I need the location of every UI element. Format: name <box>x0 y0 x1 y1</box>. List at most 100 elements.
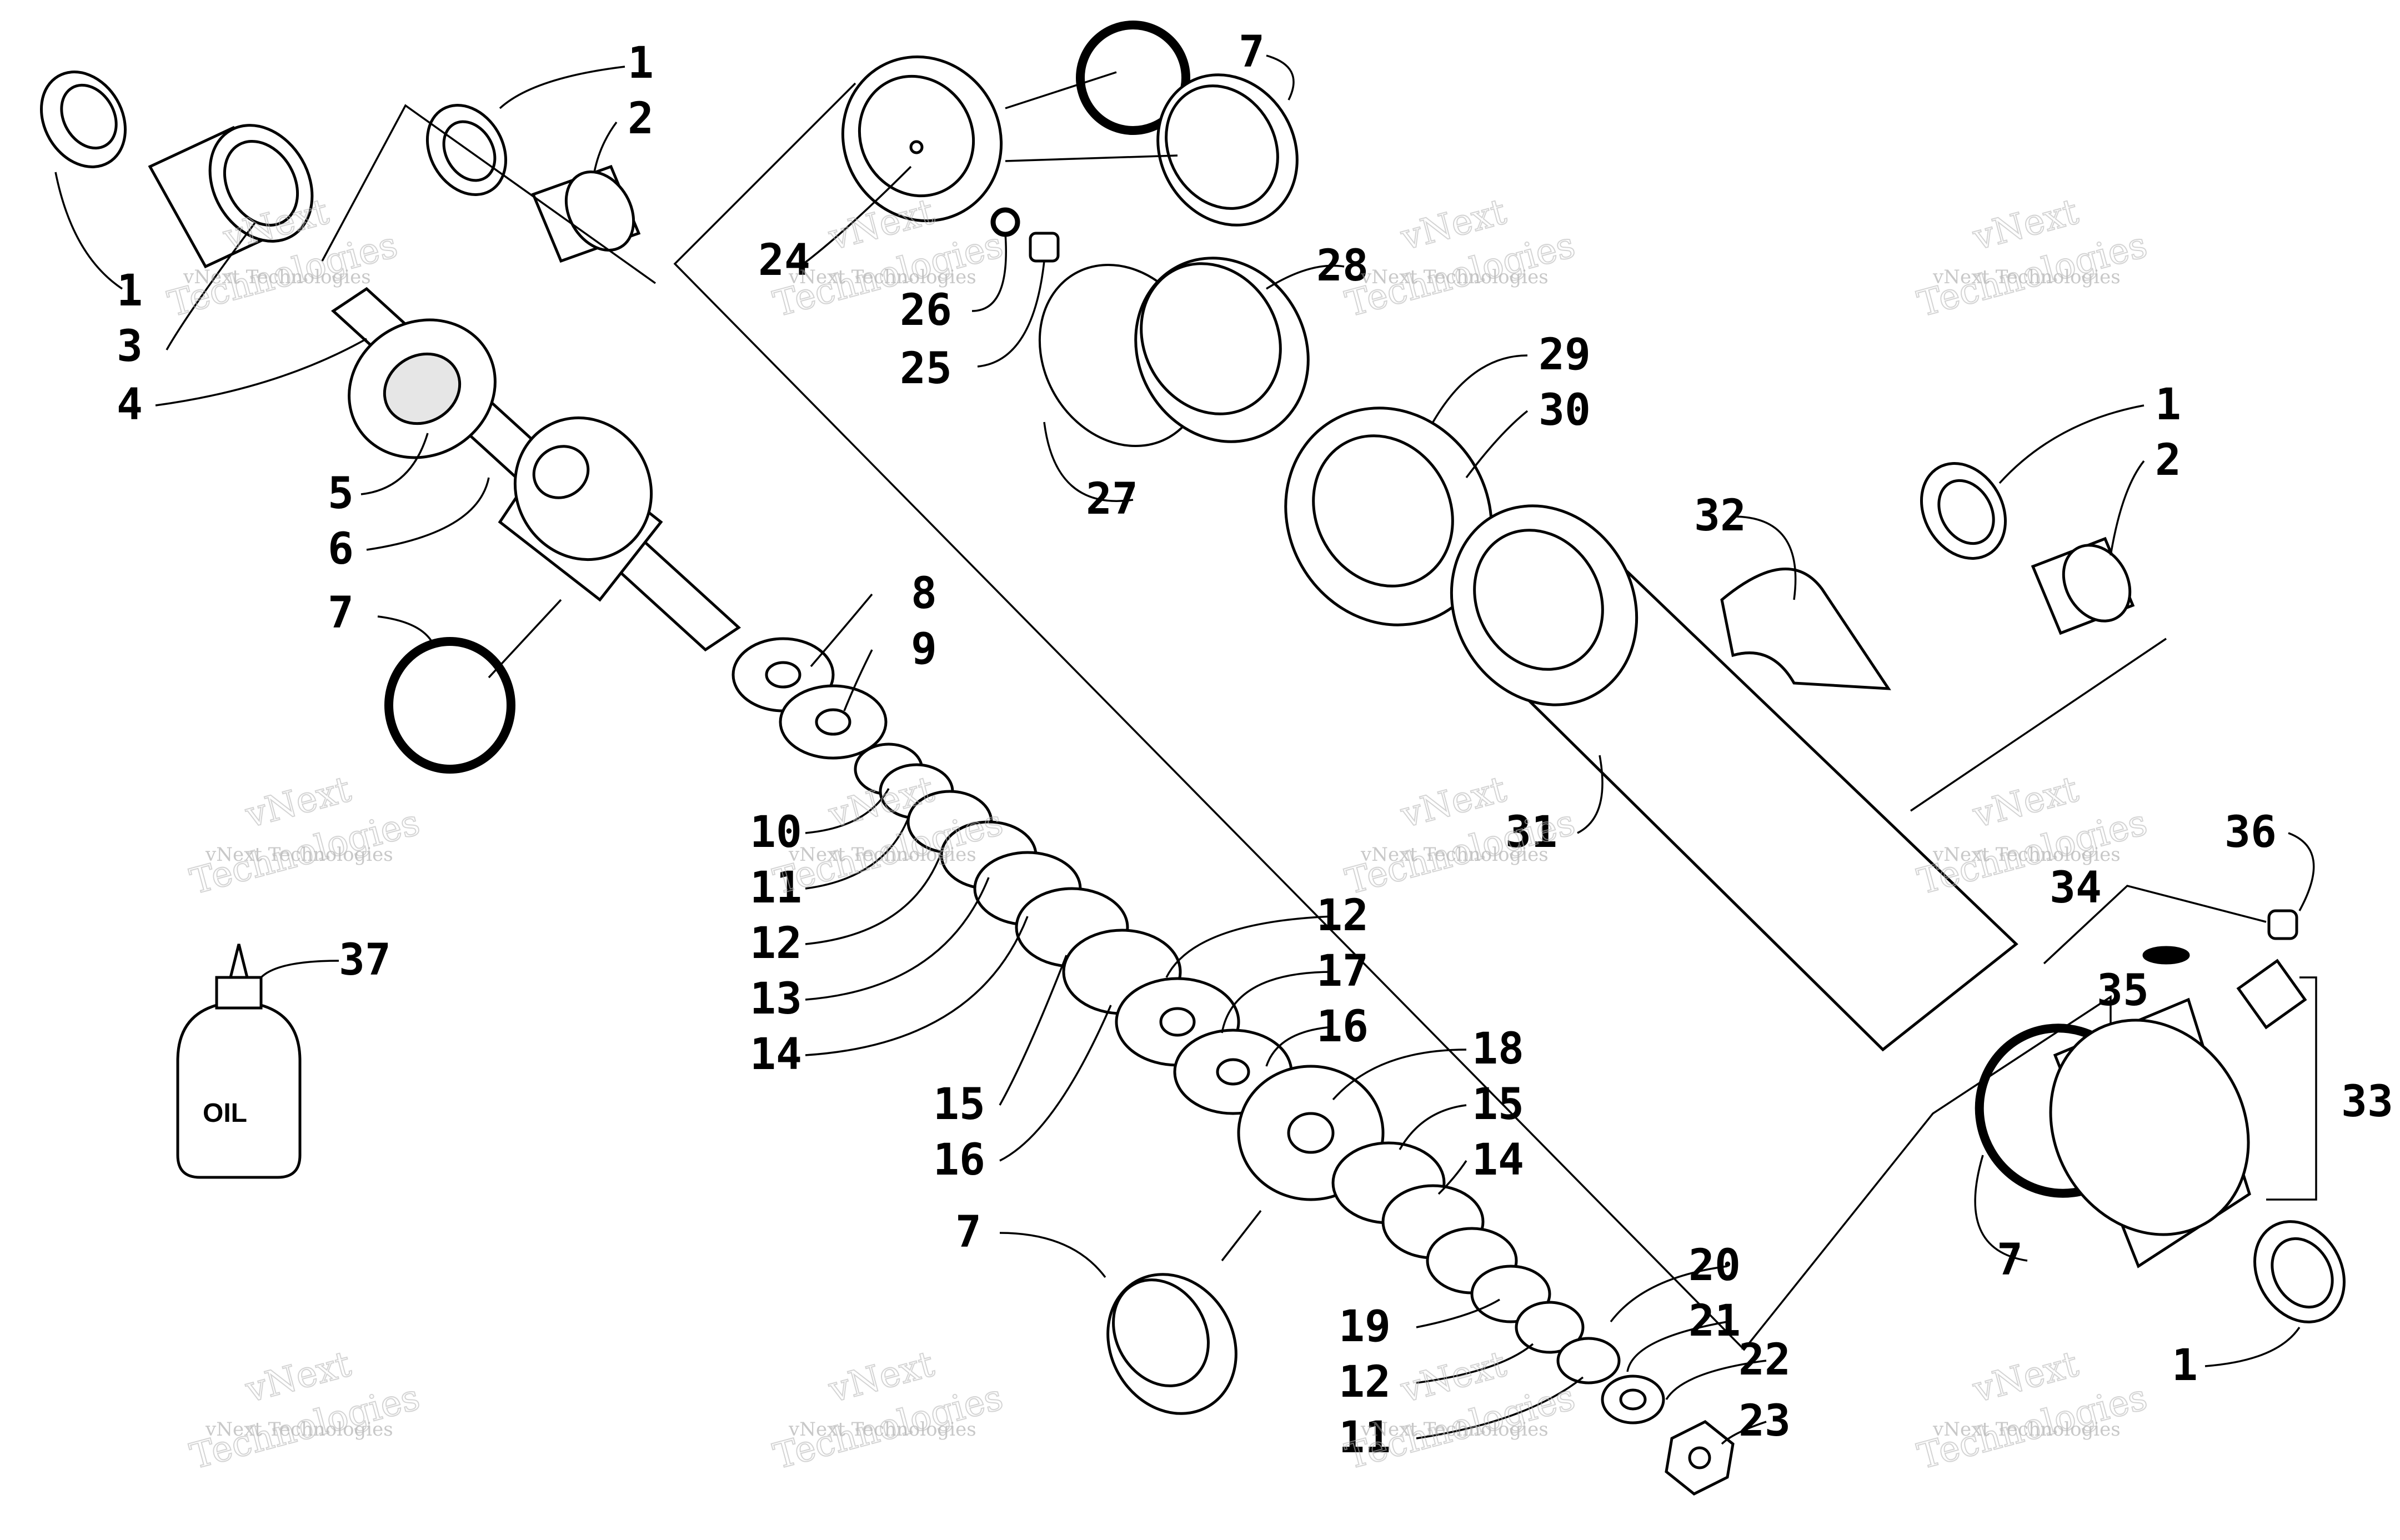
callout-11-upper: 11 <box>750 863 802 913</box>
guide-ring-7-top <box>1156 73 1299 227</box>
callout-1-right: 1 <box>2155 380 2181 430</box>
watermark: vNext Technologies vNext Technologies <box>1913 190 2152 325</box>
callout-11-lower: 11 <box>1339 1413 1391 1463</box>
svg-text:vNext Technologies: vNext Technologies <box>1360 1418 1549 1441</box>
piston-band-7 <box>1106 1273 1237 1415</box>
schrader-valve-33 <box>2236 959 2307 1030</box>
callout-1-lower-right: 1 <box>2172 1341 2198 1391</box>
svg-text:vNext Technologies: vNext Technologies <box>788 266 976 288</box>
watermark: vNext Technologies vNext Technologies <box>1341 768 1580 903</box>
callout-29: 29 <box>1539 330 1591 380</box>
svg-text:vNext Technologies: vNext Technologies <box>205 1418 393 1441</box>
callout-2-top-mid: 2 <box>628 94 654 144</box>
callout-27: 27 <box>1086 474 1138 524</box>
callout-15-upper: 15 <box>933 1080 985 1130</box>
callout-21: 21 <box>1688 1296 1741 1346</box>
svg-text:vNext Technologies: vNext Technologies <box>1932 1418 2121 1441</box>
callout-labels: 1 2 1 3 4 5 6 7 24 26 25 7 28 27 29 30 3… <box>117 27 2393 1463</box>
oil-bottle-37: OIL <box>176 944 302 1179</box>
shield-32 <box>1720 567 1891 690</box>
svg-text:vNext Technologies: vNext Technologies <box>1932 266 2121 288</box>
callout-24: 24 <box>758 235 810 285</box>
bushing-upper-left <box>40 71 127 168</box>
callout-25: 25 <box>900 344 952 394</box>
svg-text:vNext Technologies: vNext Technologies <box>1360 844 1549 866</box>
group-frame-right <box>1910 638 2167 812</box>
callout-15-mid: 15 <box>1472 1080 1524 1130</box>
callout-32: 32 <box>1694 491 1746 541</box>
callout-36: 36 <box>2224 807 2277 857</box>
callout-19: 19 <box>1339 1302 1391 1352</box>
bushing-right <box>1920 462 2007 560</box>
callout-1-top-mid: 1 <box>628 38 654 88</box>
svg-text:vNext Technologies: vNext Technologies <box>1932 844 2121 866</box>
callout-35: 35 <box>2097 966 2149 1016</box>
svg-text:vNext Technologies: vNext Technologies <box>788 844 976 866</box>
callout-26: 26 <box>900 285 952 335</box>
watermarks: vNext Technologies vNext Technologies vN… <box>163 190 2152 1478</box>
callout-7-top: 7 <box>1239 27 1265 77</box>
callout-6: 6 <box>328 524 354 574</box>
spacer-right <box>2031 536 2135 635</box>
floating-piston-28 <box>1134 257 1310 443</box>
bracket-34 <box>2043 885 2267 965</box>
reservoir-end-33 <box>2049 997 2251 1268</box>
callout-30: 30 <box>1539 385 1591 435</box>
watermark: vNext Technologies vNext Technologies <box>186 1343 424 1478</box>
o-ring-7-top <box>1076 21 1190 135</box>
watermark: vNext Technologies vNext Technologies <box>1913 1343 2152 1478</box>
callout-8: 8 <box>911 569 937 619</box>
leader-lines <box>54 54 2315 1445</box>
callout-22: 22 <box>1738 1335 1791 1385</box>
callout-10: 10 <box>750 807 802 857</box>
o-ring-35 <box>2142 946 2190 965</box>
callout-2-right: 2 <box>2155 435 2181 485</box>
watermark: vNext Technologies vNext Technologies <box>769 1343 1008 1478</box>
screw-36 <box>2267 909 2298 940</box>
spring-collar-29-30 <box>1284 407 1493 626</box>
bushing-lower-right <box>2253 1220 2346 1323</box>
watermark: vNext Technologies vNext Technologies <box>1913 768 2152 903</box>
valve-shim-stack <box>731 637 1293 1115</box>
o-ring-7-left <box>384 637 515 774</box>
callout-28: 28 <box>1316 241 1369 291</box>
callout-13: 13 <box>750 974 802 1024</box>
callout-14-upper: 14 <box>750 1030 802 1080</box>
callout-7-lower: 7 <box>955 1207 981 1257</box>
callout-34: 34 <box>2050 863 2102 913</box>
watermark: vNext Technologies vNext Technologies <box>1341 190 1580 325</box>
callout-23: 23 <box>1738 1396 1791 1446</box>
callout-9: 9 <box>911 624 937 674</box>
callout-12-upper: 12 <box>750 919 802 969</box>
shock-body-31 <box>1450 504 2018 1052</box>
sleeve-upper-left <box>148 124 314 269</box>
spacer-upper-mid <box>531 164 641 263</box>
reservoir-cap <box>841 55 1003 223</box>
svg-text:vNext Technologies: vNext Technologies <box>205 844 393 866</box>
bracket-33 <box>2266 976 2317 1201</box>
callout-12-lower: 12 <box>1339 1357 1391 1407</box>
callout-3: 3 <box>117 322 143 372</box>
callout-4: 4 <box>117 380 143 430</box>
callout-1-top-left: 1 <box>117 266 143 316</box>
callout-5: 5 <box>328 469 354 519</box>
valve-core-25 <box>1029 232 1060 263</box>
oil-label: OIL <box>203 1098 247 1128</box>
callout-12-mid: 12 <box>1316 891 1369 941</box>
callout-20: 20 <box>1688 1241 1741 1291</box>
callout-16-upper: 16 <box>933 1135 985 1185</box>
callout-18: 18 <box>1472 1024 1524 1074</box>
damper-shaft <box>330 287 741 652</box>
group-frame <box>673 82 2112 1351</box>
callout-33: 33 <box>2341 1077 2393 1127</box>
callout-14-mid: 14 <box>1472 1135 1524 1185</box>
callout-7-right: 7 <box>1997 1235 2023 1285</box>
callout-16-mid: 16 <box>1316 1002 1369 1052</box>
watermark: vNext Technologies vNext Technologies <box>186 768 424 903</box>
callout-7-left: 7 <box>328 588 354 638</box>
callout-31: 31 <box>1505 807 1557 857</box>
svg-text:vNext Technologies: vNext Technologies <box>183 266 371 288</box>
callout-17: 17 <box>1316 946 1369 996</box>
valve-shim-stack-lower <box>1331 1141 1735 1496</box>
